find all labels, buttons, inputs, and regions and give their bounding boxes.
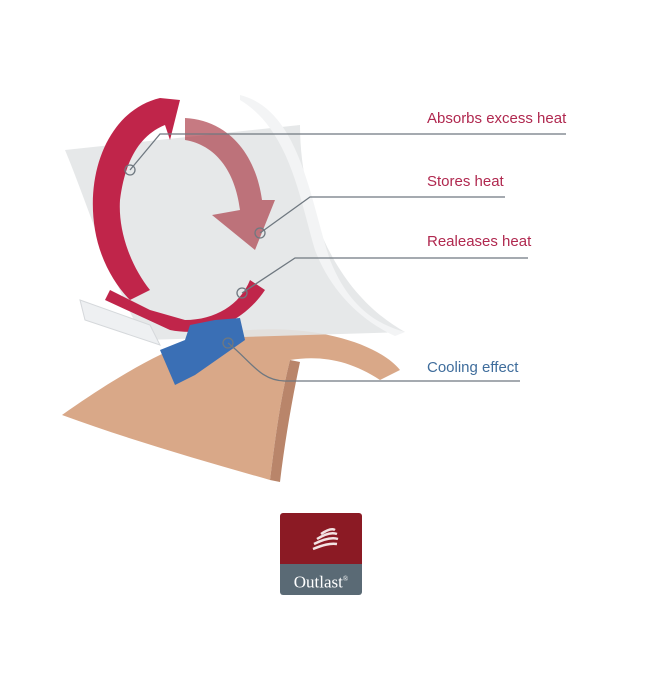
leader-cooling [227, 342, 520, 382]
logo-registered-mark: ® [342, 575, 349, 583]
cooling-arrow [160, 318, 245, 385]
leader-stores [259, 196, 505, 234]
point-releases [236, 287, 248, 299]
leader-absorbs [129, 133, 566, 171]
point-cooling [222, 337, 234, 349]
label-stores: Stores heat [427, 173, 504, 190]
logo-text: Outlast [293, 572, 343, 592]
skin-layer [62, 329, 400, 480]
store-arrow [185, 118, 275, 250]
label-cooling: Cooling effect [427, 359, 519, 376]
release-arrow [105, 280, 265, 332]
point-absorbs [124, 164, 136, 176]
point-stores [254, 227, 266, 239]
release-arrow-tail [79, 299, 161, 346]
label-releases: Realeases heat [427, 233, 532, 250]
outlast-logo: Outlast® [280, 513, 362, 595]
label-absorbs: Absorbs excess heat [427, 110, 567, 127]
skin-layer-edge [270, 360, 300, 482]
wave-icon [312, 527, 339, 551]
absorb-arrow [92, 98, 180, 300]
logo-wordmark-band: Outlast® [280, 564, 362, 595]
leader-releases [241, 257, 528, 294]
logo-wave-mark [280, 513, 362, 564]
